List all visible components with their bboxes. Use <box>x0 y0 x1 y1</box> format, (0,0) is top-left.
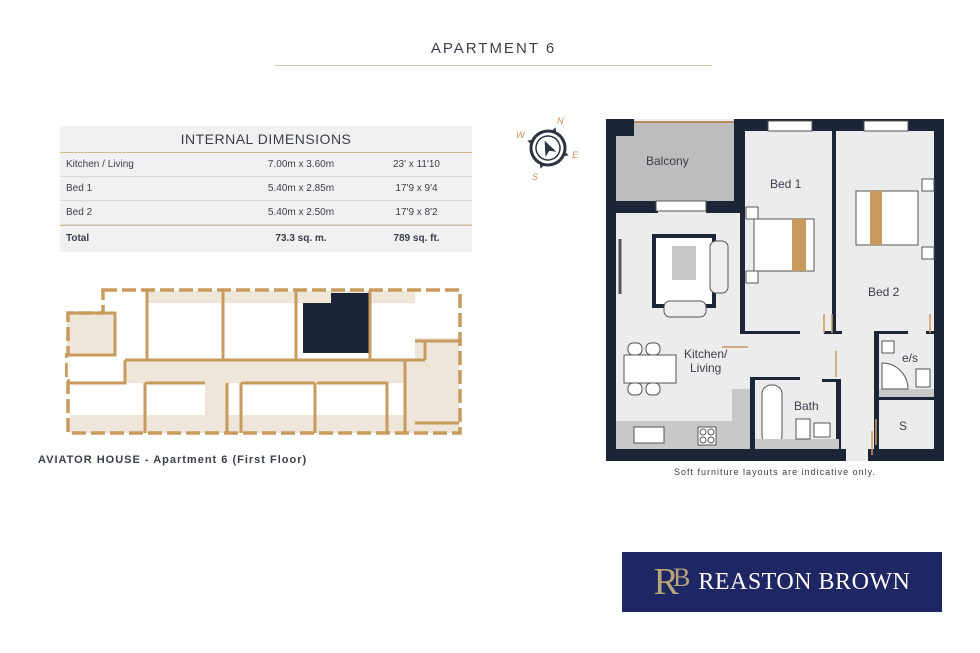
compass-north: N <box>557 116 564 126</box>
room-label-kitchen-living: Kitchen/ Living <box>684 347 727 375</box>
apartment-floor-plan: Balcony Bed 1 Bed 2 Kitchen/ Living Bath… <box>606 119 944 461</box>
table-row: Kitchen / Living 7.00m x 3.60m 23' x 11'… <box>60 153 472 177</box>
imperial-size: 17'9 x 8'2 <box>395 207 438 218</box>
room-label-bed1: Bed 1 <box>770 177 802 191</box>
site-plan-caption: AVIATOR HOUSE - Apartment 6 (First Floor… <box>38 454 308 466</box>
room-label-storage: S <box>899 419 908 433</box>
kitchen-label-line1: Kitchen/ <box>684 347 728 361</box>
monogram-b: B <box>672 563 691 592</box>
logo-name: REASTON BROWN <box>698 568 911 595</box>
total-metric: 73.3 sq. m. <box>275 233 327 244</box>
compass-west: W <box>516 130 525 140</box>
internal-dimensions-table: INTERNAL DIMENSIONS Kitchen / Living 7.0… <box>60 126 472 252</box>
imperial-size: 17'9 x 9'4 <box>395 183 438 194</box>
total-label: Total <box>66 233 90 244</box>
room-label-bed2: Bed 2 <box>868 285 900 299</box>
metric-size: 5.40m x 2.50m <box>267 207 335 218</box>
total-imperial: 789 sq. ft. <box>393 233 440 244</box>
page-title: APARTMENT 6 <box>430 40 557 57</box>
room-label-ensuite: e/s <box>902 351 919 365</box>
table-row: Bed 1 5.40m x 2.85m 17'9 x 9'4 <box>60 177 472 201</box>
dimensions-heading: INTERNAL DIMENSIONS <box>60 126 472 153</box>
table-row: Bed 2 5.40m x 2.50m 17'9 x 8'2 <box>60 201 472 225</box>
metric-size: 7.00m x 3.60m <box>267 159 335 170</box>
title-divider <box>275 65 712 66</box>
room-label-balcony: Balcony <box>646 154 689 168</box>
total-row: Total 73.3 sq. m. 789 sq. ft. <box>60 225 472 252</box>
compass-icon: N E S W <box>510 112 590 187</box>
kitchen-label-line2: Living <box>690 361 722 375</box>
compass-east: E <box>572 150 579 160</box>
logo-monogram: RB <box>653 560 691 604</box>
compass-south: S <box>532 172 539 182</box>
imperial-size: 23' x 11'10 <box>392 159 440 170</box>
room-label-bath: Bath <box>794 399 819 413</box>
metric-size: 5.40m x 2.85m <box>267 183 335 194</box>
reaston-brown-logo: RB REASTON BROWN <box>622 552 942 612</box>
room-name: Bed 1 <box>66 183 93 194</box>
room-name: Bed 2 <box>66 207 93 218</box>
building-site-plan <box>64 288 465 438</box>
furniture-disclaimer: Soft furniture layouts are indicative on… <box>674 467 876 477</box>
monogram-r: R <box>653 561 679 603</box>
room-name: Kitchen / Living <box>66 159 134 170</box>
